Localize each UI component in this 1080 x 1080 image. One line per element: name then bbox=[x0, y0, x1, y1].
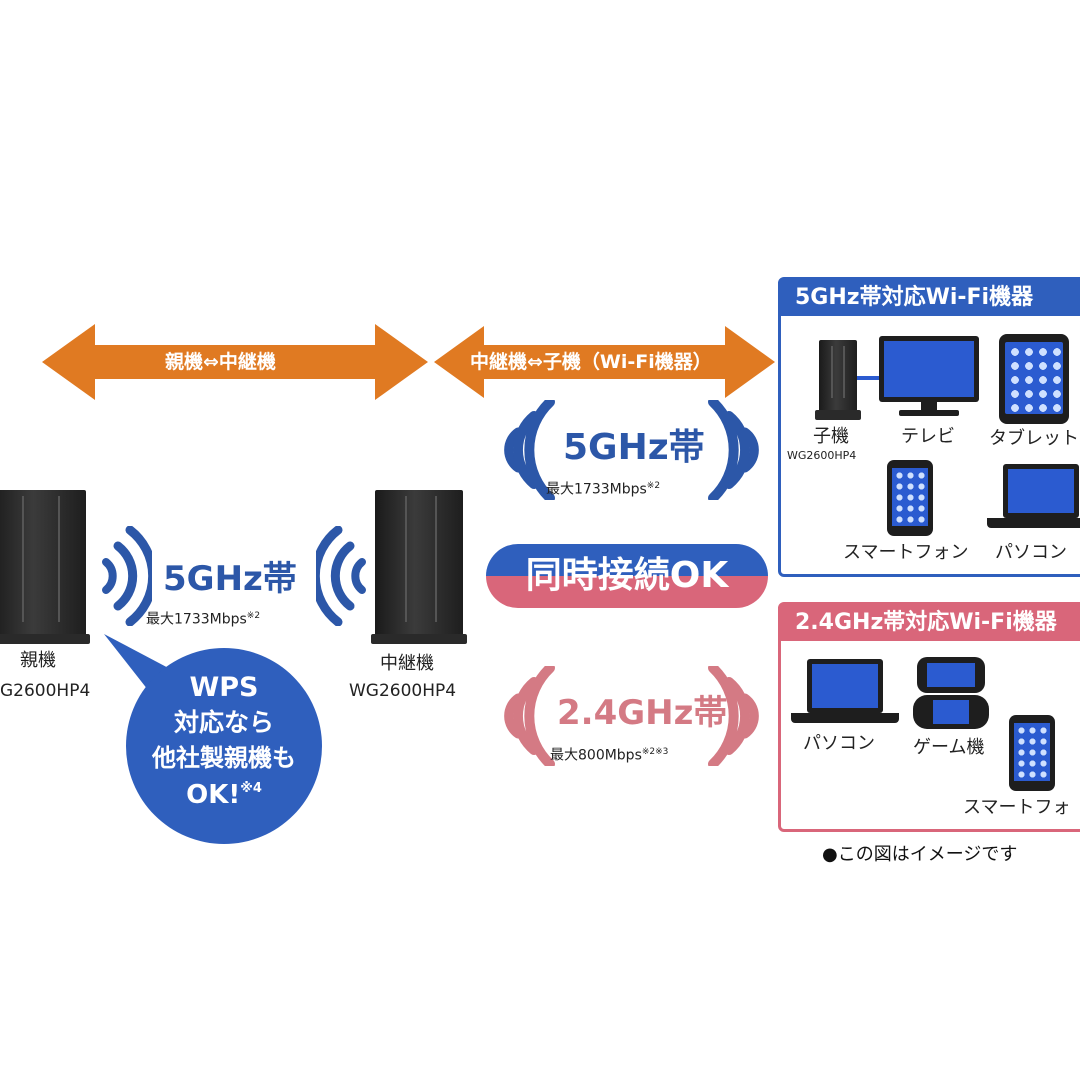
left-arrow-label: 親機⇔中継機 bbox=[165, 351, 276, 373]
parent-model: G2600HP4 bbox=[0, 681, 91, 701]
tv-stand bbox=[921, 402, 937, 410]
upper-band-label: 5GHz帯 bbox=[563, 427, 705, 468]
lower-speed: 最大800Mbps※2※3 bbox=[550, 747, 669, 764]
right-double-arrow bbox=[434, 326, 775, 398]
repeater-model: WG2600HP4 bbox=[349, 681, 457, 701]
signal-waves-right-upper bbox=[708, 400, 759, 500]
child-model: WG2600HP4 bbox=[787, 449, 857, 462]
left-band-label: 5GHz帯 bbox=[163, 559, 297, 599]
child-router-icon bbox=[815, 340, 861, 420]
panel-5ghz-title: 5GHz帯対応Wi-Fi機器 bbox=[781, 280, 1080, 316]
simultaneous-ok-label: 同時接続OK bbox=[525, 555, 729, 596]
right-arrow-label: 中継機⇔子機（Wi-Fi機器） bbox=[470, 351, 712, 373]
child-label: 子機 bbox=[813, 426, 849, 447]
panel-24ghz-devices: 2.4GHz帯対応Wi-Fi機器 パソコン ゲーム機 スマートフォ bbox=[778, 602, 1080, 832]
laptop-base bbox=[987, 518, 1080, 528]
laptop-24-icon bbox=[807, 659, 883, 713]
wps-line3: 他社製親機も bbox=[152, 744, 296, 772]
signal-waves-repeater bbox=[316, 526, 366, 626]
pc-24-label: パソコン bbox=[803, 733, 875, 754]
wps-line2: 対応なら bbox=[173, 708, 274, 737]
laptop-icon bbox=[1003, 464, 1079, 518]
simultaneous-ok-badge: 同時接続OK bbox=[486, 544, 768, 608]
pc-label: パソコン bbox=[995, 542, 1067, 563]
signal-waves-left-lower bbox=[504, 666, 555, 766]
signal-waves-left-upper bbox=[504, 400, 555, 500]
wps-line1: WPS bbox=[189, 672, 259, 703]
signal-waves-right-lower bbox=[708, 666, 759, 766]
panel-5ghz-devices: 5GHz帯対応Wi-Fi機器 子機 WG2600HP4 テレビ タブレット スマ… bbox=[778, 277, 1080, 577]
left-speed: 最大1733Mbps※2 bbox=[146, 611, 261, 628]
tv-base bbox=[899, 410, 959, 416]
wps-line4: OK!※4 bbox=[186, 780, 262, 810]
repeater-router-icon bbox=[371, 490, 467, 644]
game-label: ゲーム機 bbox=[913, 737, 985, 758]
tv-icon bbox=[879, 336, 979, 402]
panel-24ghz-title: 2.4GHz帯対応Wi-Fi機器 bbox=[781, 605, 1080, 641]
smartphone-label: スマートフォン bbox=[843, 542, 969, 563]
cable-line bbox=[857, 376, 879, 380]
tablet-icon bbox=[999, 334, 1069, 424]
smartphone-24-label: スマートフォ bbox=[963, 797, 1071, 818]
upper-speed: 最大1733Mbps※2 bbox=[546, 481, 661, 498]
footnote: ●この図はイメージです bbox=[822, 844, 1018, 865]
lower-band-label: 2.4GHz帯 bbox=[557, 693, 728, 733]
tablet-label: タブレット bbox=[989, 428, 1079, 449]
smartphone-icon bbox=[887, 460, 933, 536]
wps-bubble: WPS 対応なら 他社製親機も OK!※4 bbox=[126, 648, 322, 844]
game-console-top bbox=[917, 657, 985, 693]
parent-label: 親機 bbox=[20, 650, 56, 671]
game-console-icon bbox=[913, 695, 989, 729]
signal-waves-parent bbox=[102, 526, 152, 626]
repeater-label: 中継機 bbox=[380, 653, 434, 674]
laptop-24-base bbox=[791, 713, 899, 723]
left-double-arrow bbox=[42, 324, 428, 400]
parent-router-icon bbox=[0, 490, 90, 644]
smartphone-24-icon bbox=[1009, 715, 1055, 791]
tv-label: テレビ bbox=[901, 426, 955, 447]
